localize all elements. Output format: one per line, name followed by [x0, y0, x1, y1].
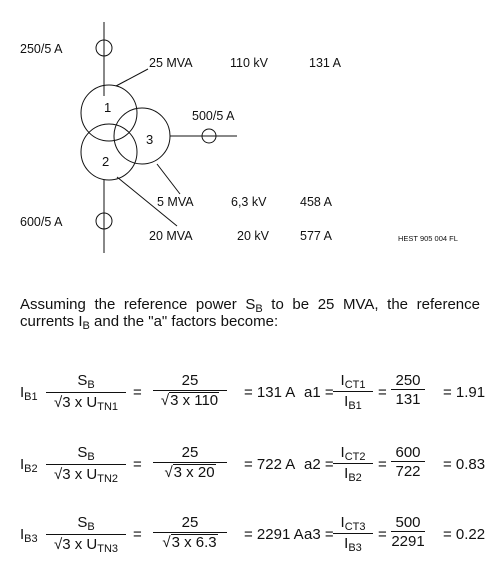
current-symbol: IB2 [20, 456, 38, 475]
equals-sign: = [378, 384, 387, 401]
winding-1-label: 1 [104, 100, 111, 115]
winding-2 [80, 123, 138, 181]
a-factor-result: = 1.91 [443, 384, 486, 401]
winding-3 [113, 107, 171, 165]
transformer-diagram: 250/5 A 600/5 A 500/5 A 1 2 3 25 MVA 110… [20, 22, 458, 253]
w1-current: 131 A [309, 56, 342, 70]
a-value-fraction: 600 722 [391, 444, 425, 481]
winding-2-label: 2 [102, 154, 109, 169]
ct-tv [201, 128, 217, 144]
ct-lv [95, 212, 113, 230]
current-symbol: IB1 [20, 384, 38, 403]
ct-hv [95, 39, 113, 57]
leader-w2 [116, 176, 178, 227]
leader-w3 [156, 163, 181, 195]
formula-fraction: SB √3 x UTN1 [46, 372, 126, 413]
w1-voltage: 110 kV [230, 56, 269, 70]
w3-voltage: 6,3 kV [231, 195, 267, 209]
a-factor-name: a2 = [304, 456, 334, 473]
w2-power: 20 MVA [149, 229, 193, 243]
current-result: = 2291 A [244, 526, 304, 543]
a-factor-name: a1 = [304, 384, 334, 401]
equals-sign: = [133, 526, 142, 543]
equals-sign: = [133, 384, 142, 401]
formula-fraction: SB √3 x UTN3 [46, 514, 126, 555]
ct-lv-label: 600/5 A [20, 215, 63, 229]
ct-tv-label: 500/5 A [192, 109, 235, 123]
equation-row: IB1 SB √3 x UTN1 = 25 √3 x 110 = 131 A a… [20, 372, 490, 416]
value-fraction: 25 √3 x 110 [153, 372, 227, 410]
w2-voltage: 20 kV [237, 229, 270, 243]
w2-current: 577 A [300, 229, 333, 243]
drawing-reference: HEST 905 004 FL [398, 234, 458, 243]
a-value-fraction: 250 131 [391, 372, 425, 409]
value-fraction: 25 √3 x 20 [153, 444, 227, 482]
ct-hv-label: 250/5 A [20, 42, 63, 56]
a-factor-name: a3 = [304, 526, 334, 543]
winding-3-label: 3 [146, 132, 153, 147]
current-result: = 722 A [244, 456, 296, 473]
leader-w1 [115, 68, 149, 87]
w3-power: 5 MVA [157, 195, 194, 209]
a-formula-fraction: ICT3 IB3 [333, 514, 373, 554]
w3-current: 458 A [300, 195, 333, 209]
value-fraction: 25 √3 x 6.3 [153, 514, 227, 552]
a-factor-result: = 0.22 [443, 526, 486, 543]
a-formula-fraction: ICT1 IB1 [333, 372, 373, 412]
w1-power: 25 MVA [149, 56, 193, 70]
a-factor-result: = 0.83 [443, 456, 486, 473]
equation-row: IB2 SB √3 x UTN2 = 25 √3 x 20 = 722 A a2… [20, 444, 490, 488]
a-value-fraction: 500 2291 [391, 514, 425, 550]
equals-sign: = [378, 526, 387, 543]
formula-fraction: SB √3 x UTN2 [46, 444, 126, 485]
equals-sign: = [378, 456, 387, 473]
a-formula-fraction: ICT2 IB2 [333, 444, 373, 484]
intro-text: Assuming the reference power SB to be 25… [20, 296, 480, 332]
equals-sign: = [133, 456, 142, 473]
current-result: = 131 A [244, 384, 296, 401]
equation-row: IB3 SB √3 x UTN3 = 25 √3 x 6.3 = 2291 A … [20, 514, 490, 558]
winding-1 [80, 84, 138, 142]
current-symbol: IB3 [20, 526, 38, 545]
